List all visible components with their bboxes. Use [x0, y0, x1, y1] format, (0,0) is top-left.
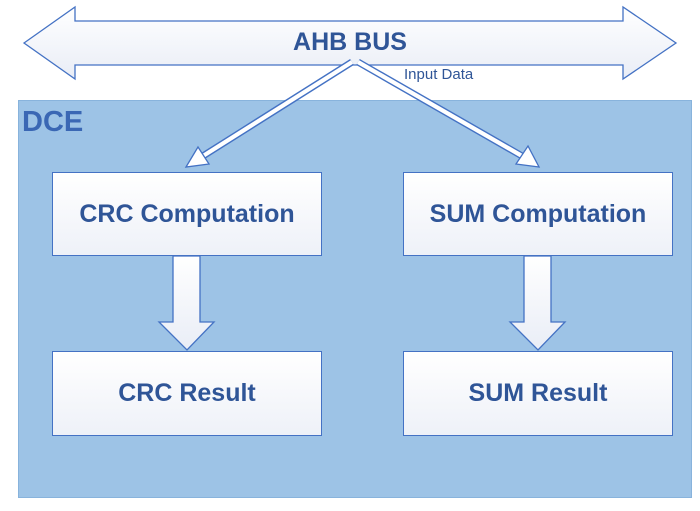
input-arrow-to-sum-inner — [356, 60, 524, 158]
dce-label: DCE — [22, 106, 84, 138]
input-arrowhead-sum — [514, 144, 541, 168]
input-arrowhead-crc — [184, 145, 211, 168]
crc-result-label: CRC Result — [118, 379, 256, 407]
sum-result-block: SUM Result — [403, 351, 673, 436]
input-arrow-to-crc-inner — [201, 60, 354, 158]
crc-computation-block: CRC Computation — [52, 172, 322, 256]
crc-computation-label: CRC Computation — [79, 199, 295, 228]
ahb-bus-label: AHB BUS — [293, 28, 407, 56]
sum-down-arrow — [508, 255, 567, 351]
sum-result-label: SUM Result — [468, 379, 608, 407]
crc-result-block: CRC Result — [52, 351, 322, 436]
sum-computation-block: SUM Computation — [403, 172, 673, 256]
sum-computation-label: SUM Computation — [429, 199, 647, 228]
input-data-label: Input Data — [404, 66, 474, 83]
crc-down-arrow — [157, 255, 216, 351]
ahb-bus-arrow — [22, 5, 678, 81]
